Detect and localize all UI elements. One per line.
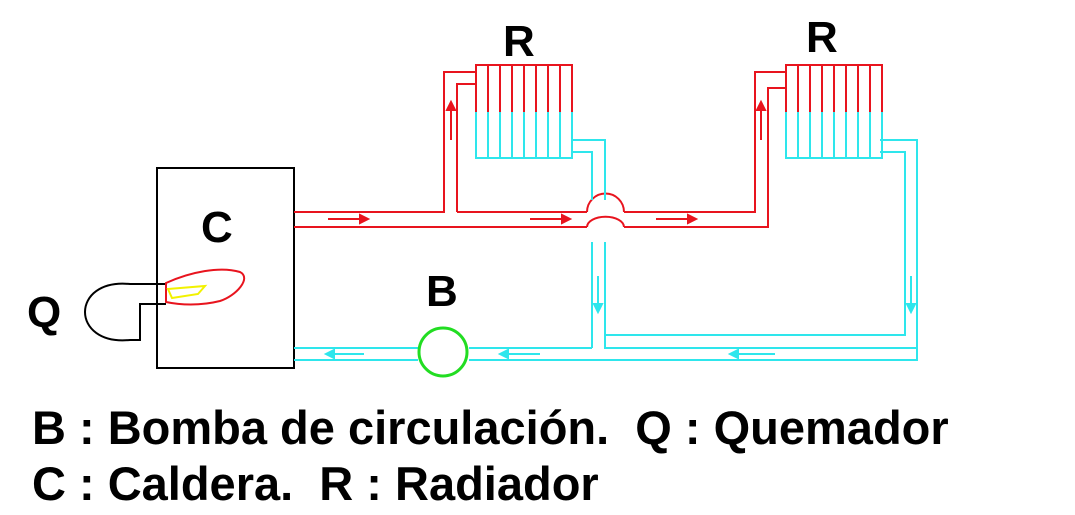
burner-outline (84, 282, 166, 342)
hot-supply-pipes (294, 71, 786, 228)
hot-flow-arrows (328, 99, 767, 225)
burner-label: Q (27, 288, 61, 337)
boiler-box (156, 167, 295, 369)
pump-label: B (426, 267, 458, 316)
cold-flow-arrows (323, 276, 917, 360)
flame (165, 268, 246, 306)
flame-core (166, 284, 208, 300)
boiler-label: C (201, 203, 233, 252)
radiator-right-label: R (806, 13, 838, 62)
legend-line-1: B : Bomba de circulación. Q : Quemador (32, 401, 949, 454)
radiator-right (785, 64, 883, 159)
pump-circle (417, 326, 469, 378)
cold-return-pipes (294, 139, 918, 361)
radiator-left (475, 64, 573, 159)
legend-line-2: C : Caldera. R : Radiador (32, 457, 599, 510)
radiator-left-label: R (503, 17, 535, 66)
